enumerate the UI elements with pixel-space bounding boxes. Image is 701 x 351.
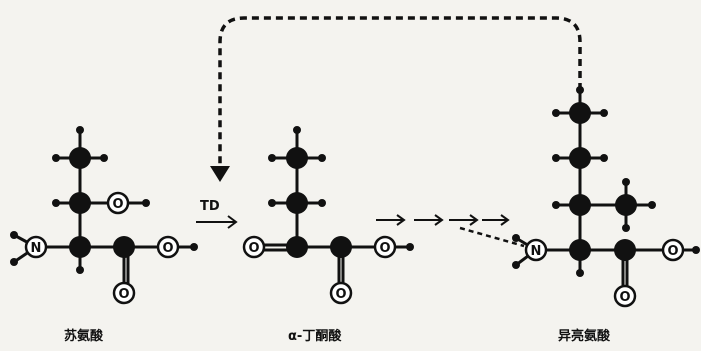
oxygen-label: O	[379, 241, 390, 256]
carbon-atom	[614, 239, 636, 261]
oxygen-atom	[242, 235, 266, 259]
hydrogen-atom	[600, 154, 608, 162]
nitrogen-transfer-line	[459, 226, 525, 248]
oxygen-label: O	[619, 290, 630, 305]
hydrogen-atom	[52, 199, 60, 207]
hydrogen-atom	[622, 224, 630, 232]
hydrogen-atom	[318, 199, 326, 207]
oxygen-label: O	[667, 244, 678, 259]
threonine-atoms: O O O N	[10, 126, 198, 305]
carbon-atom	[69, 192, 91, 214]
hydrogen-atom	[552, 201, 560, 209]
hydrogen-atom	[512, 261, 520, 269]
hydrogen-atom	[318, 154, 326, 162]
nitrogen-atom	[24, 235, 48, 259]
carbon-atom	[569, 147, 591, 169]
oxygen-label: O	[118, 287, 129, 302]
hydrogen-atom	[10, 258, 18, 266]
hydrogen-atom	[648, 201, 656, 209]
hydrogen-atom	[622, 178, 630, 186]
oxygen-atom	[661, 238, 685, 262]
alpha-ketobutyrate-caption: α-丁酮酸	[288, 329, 342, 344]
carbon-atom	[113, 236, 135, 258]
td-reaction-arrow	[196, 215, 238, 229]
carbon-atom	[286, 147, 308, 169]
oxygen-atom	[329, 281, 353, 305]
carbon-atom	[286, 236, 308, 258]
hydrogen-atom	[190, 243, 198, 251]
isoleucine-atoms: N O O	[512, 86, 700, 308]
hydrogen-atom	[552, 109, 560, 117]
carbon-atom	[569, 194, 591, 216]
carbon-atom	[69, 236, 91, 258]
hydrogen-atom	[76, 126, 84, 134]
alpha-ketobutyrate-structure	[254, 130, 410, 293]
oxygen-atom	[106, 191, 130, 215]
hydrogen-atom	[100, 154, 108, 162]
alpha-ketobutyrate-atoms: O O O	[242, 126, 414, 305]
hydrogen-atom	[293, 126, 301, 134]
hydrogen-atom	[600, 109, 608, 117]
hydrogen-atom	[10, 231, 18, 239]
oxygen-atom	[156, 235, 180, 259]
isoleucine-structure	[515, 90, 696, 296]
hydrogen-atom	[268, 199, 276, 207]
feedback-arrowhead	[210, 166, 230, 182]
hydrogen-atom	[76, 266, 84, 274]
carbon-atom	[615, 194, 637, 216]
oxygen-label: O	[112, 197, 123, 212]
threonine-caption: 苏氨酸	[64, 329, 104, 344]
carbon-atom	[569, 239, 591, 261]
hydrogen-atom	[576, 269, 584, 277]
nitrogen-label: N	[531, 244, 542, 259]
nitrogen-atom	[524, 238, 548, 262]
feedback-inhibition-arrow	[218, 16, 582, 168]
hydrogen-atom	[268, 154, 276, 162]
hydrogen-atom	[512, 234, 520, 242]
oxygen-label: O	[248, 241, 259, 256]
enzyme-label-td: TD	[200, 199, 220, 214]
hydrogen-atom	[142, 199, 150, 207]
multistep-arrows	[376, 214, 510, 226]
isoleucine-caption: 异亮氨酸	[558, 329, 611, 344]
hydrogen-atom	[406, 243, 414, 251]
oxygen-label: O	[335, 287, 346, 302]
carbon-atom	[569, 102, 591, 124]
hydrogen-atom	[552, 154, 560, 162]
carbon-atom	[286, 192, 308, 214]
hydrogen-atom	[576, 86, 584, 94]
oxygen-atom	[112, 281, 136, 305]
nitrogen-label: N	[31, 241, 42, 256]
hydrogen-atom	[52, 154, 60, 162]
oxygen-label: O	[162, 241, 173, 256]
carbon-atom	[69, 147, 91, 169]
carbon-atom	[330, 236, 352, 258]
oxygen-atom	[373, 235, 397, 259]
oxygen-atom	[613, 284, 637, 308]
hydrogen-atom	[692, 246, 700, 254]
